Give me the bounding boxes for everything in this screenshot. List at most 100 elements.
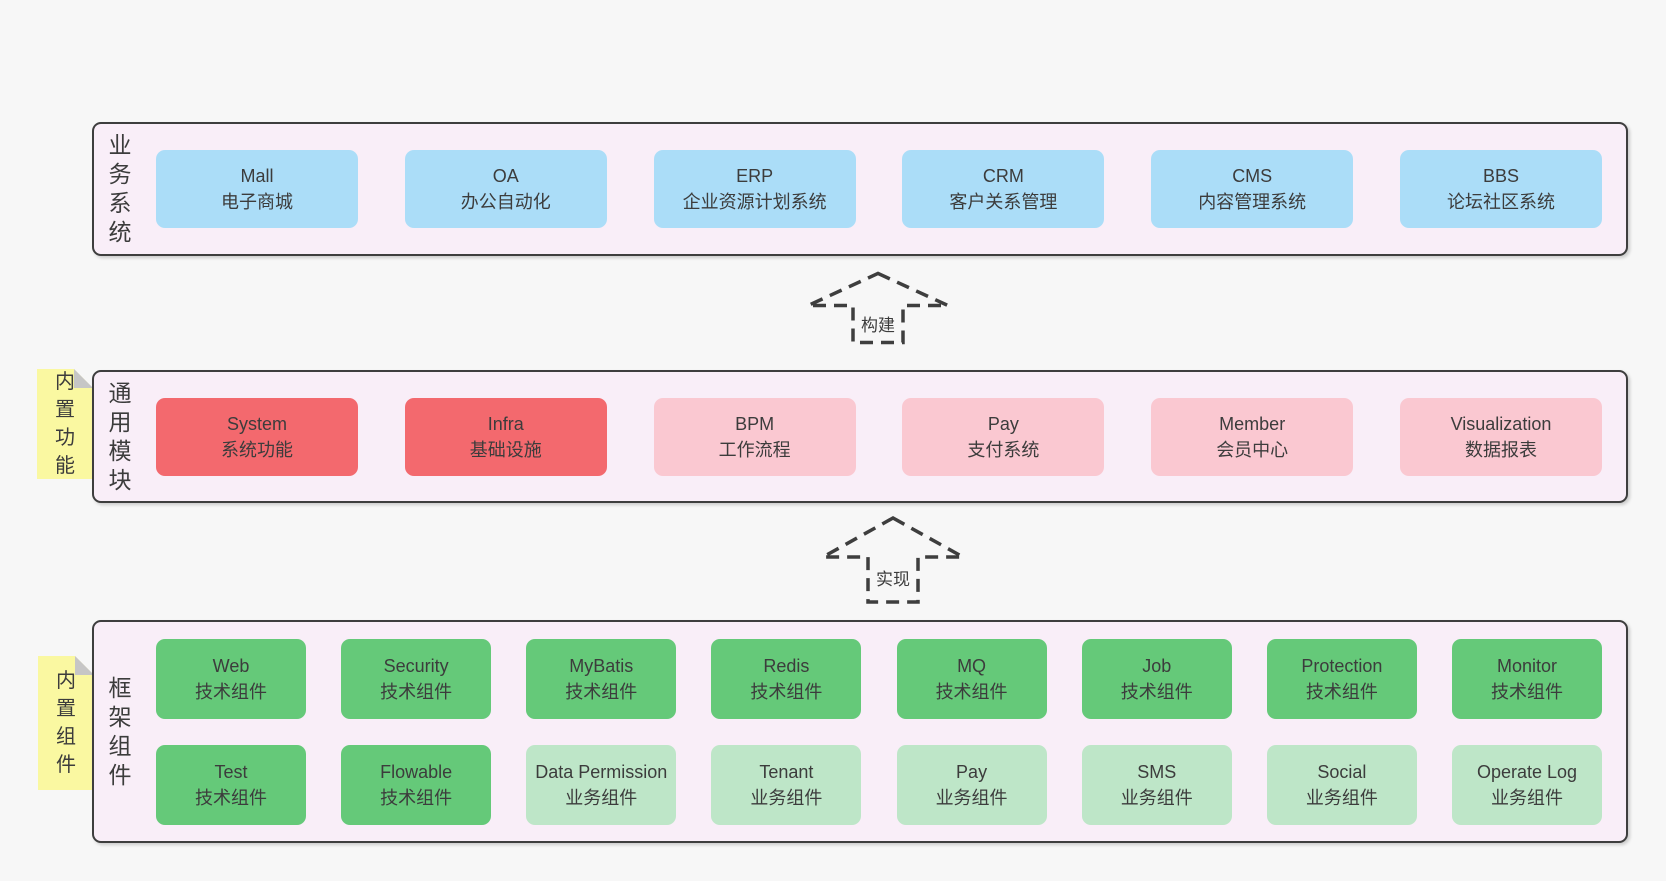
arrow-build: 构建	[803, 271, 953, 345]
band-common-modules-boxes: System 系统功能 Infra 基础设施 BPM 工作流程 Pay 支付系统 Member 会…	[156, 397, 1602, 476]
module-name: Monitor	[1496, 655, 1557, 676]
band-label-framework-components: 框架组件	[108, 674, 132, 788]
module-name: Web	[212, 655, 250, 676]
band-common-modules: 通用模块 System 系统功能 Infra 基础设施 BPM 工作流程 Pay 支付系统 Me…	[92, 370, 1628, 503]
module-desc: 技术组件	[1120, 681, 1193, 702]
module-desc: 企业资源计划系统	[682, 192, 827, 212]
module-desc: 技术组件	[195, 681, 267, 702]
module-name: ERP	[736, 166, 774, 186]
module-box-member: Member 会员中心	[1151, 397, 1354, 476]
module-desc: 业务组件	[565, 787, 638, 808]
module-name: Data Permission	[535, 761, 668, 782]
module-box-operate-log: Operate Log 业务组件	[1451, 744, 1602, 825]
module-desc: 办公自动化	[460, 192, 551, 212]
module-desc: 业务组件	[750, 787, 823, 808]
module-name: Test	[214, 761, 248, 782]
module-desc: 论坛社区系统	[1446, 192, 1555, 212]
module-box-bpm: BPM 工作流程	[653, 397, 856, 476]
module-desc: 数据报表	[1464, 439, 1537, 460]
band-label-common-modules: 通用模块	[108, 379, 132, 493]
module-name: MyBatis	[569, 655, 634, 676]
module-name: Redis	[763, 655, 810, 676]
module-name: Job	[1142, 655, 1172, 676]
module-box-web: Web 技术组件	[156, 638, 306, 719]
module-box-social: Social 业务组件	[1266, 744, 1417, 825]
module-desc: 技术组件	[380, 681, 453, 702]
module-box-mq: MQ 技术组件	[896, 638, 1047, 719]
module-desc: 基础设施	[469, 439, 542, 460]
module-name: MQ	[957, 655, 987, 676]
module-box-crm: CRM 客户关系管理	[902, 150, 1105, 228]
module-name: BBS	[1482, 166, 1519, 186]
module-box-job: Job 技术组件	[1081, 638, 1232, 719]
module-box-test: Test 技术组件	[156, 744, 306, 825]
module-box-erp: ERP 企业资源计划系统	[653, 150, 856, 228]
module-name: Operate Log	[1476, 761, 1578, 782]
module-desc: 技术组件	[1305, 681, 1378, 702]
module-box-monitor: Monitor 技术组件	[1451, 638, 1602, 719]
module-desc: 技术组件	[935, 681, 1008, 702]
module-name: Social	[1317, 761, 1367, 782]
module-desc: 业务组件	[1490, 787, 1563, 808]
module-name: SMS	[1137, 761, 1177, 782]
module-desc: 业务组件	[1305, 787, 1378, 808]
module-desc: 客户关系管理	[949, 192, 1058, 212]
module-box-visualization: Visualization 数据报表	[1399, 397, 1602, 476]
module-name: Flowable	[380, 761, 453, 782]
module-box-cms: CMS 内容管理系统	[1151, 150, 1354, 228]
module-name: CRM	[982, 166, 1024, 186]
module-desc: 技术组件	[565, 681, 638, 702]
dashed-up-arrow-icon	[803, 271, 953, 345]
module-name: Pay	[987, 413, 1019, 434]
sticky-note-builtin-features-label: 内置功能	[55, 371, 75, 477]
band-label-business-systems: 业务系统	[108, 132, 132, 245]
module-box-flowable: Flowable 技术组件	[341, 744, 492, 825]
module-box-pay: Pay 支付系统	[902, 397, 1105, 476]
module-box-sms: SMS 业务组件	[1081, 744, 1232, 825]
module-box-bbs: BBS 论坛社区系统	[1399, 150, 1602, 228]
module-desc: 技术组件	[380, 787, 453, 808]
module-desc: 电子商城	[221, 192, 293, 212]
module-box-data-permission: Data Permission 业务组件	[526, 744, 677, 825]
module-box-tenant: Tenant 业务组件	[711, 744, 862, 825]
module-desc: 支付系统	[967, 439, 1040, 460]
module-name: Security	[383, 655, 449, 676]
module-name: Member	[1219, 413, 1286, 434]
arrow-implement: 实现	[818, 515, 968, 605]
module-name: Protection	[1301, 655, 1383, 676]
module-desc: 业务组件	[935, 787, 1008, 808]
module-desc: 系统功能	[221, 439, 293, 460]
module-desc: 内容管理系统	[1198, 192, 1307, 212]
module-name: Infra	[487, 413, 524, 434]
module-desc: 会员中心	[1216, 439, 1289, 460]
module-desc: 工作流程	[718, 439, 791, 460]
dashed-up-arrow-icon	[818, 515, 968, 605]
module-name: Visualization	[1450, 413, 1552, 434]
module-desc: 技术组件	[195, 787, 267, 808]
sticky-note-builtin-components-label: 内置组件	[56, 670, 76, 776]
arrow-build-label: 构建	[858, 311, 898, 336]
module-box-security: Security 技术组件	[341, 638, 492, 719]
sticky-note-builtin-features: 内置功能	[37, 369, 93, 479]
module-box-infra: Infra 基础设施	[404, 397, 607, 476]
module-box-system: System 系统功能	[156, 397, 358, 476]
module-name: Tenant	[759, 761, 814, 782]
module-desc: 技术组件	[750, 681, 823, 702]
module-desc: 技术组件	[1490, 681, 1563, 702]
module-name: System	[226, 413, 287, 434]
module-desc: 业务组件	[1120, 787, 1193, 808]
module-name: CMS	[1232, 166, 1273, 186]
module-name: BPM	[735, 413, 775, 434]
sticky-note-builtin-components: 内置组件	[38, 656, 94, 790]
module-box-redis: Redis 技术组件	[711, 638, 862, 719]
common-modules-row-1: System 系统功能 Infra 基础设施 BPM 工作流程 Pay 支付系统 Member 会…	[156, 397, 1602, 476]
